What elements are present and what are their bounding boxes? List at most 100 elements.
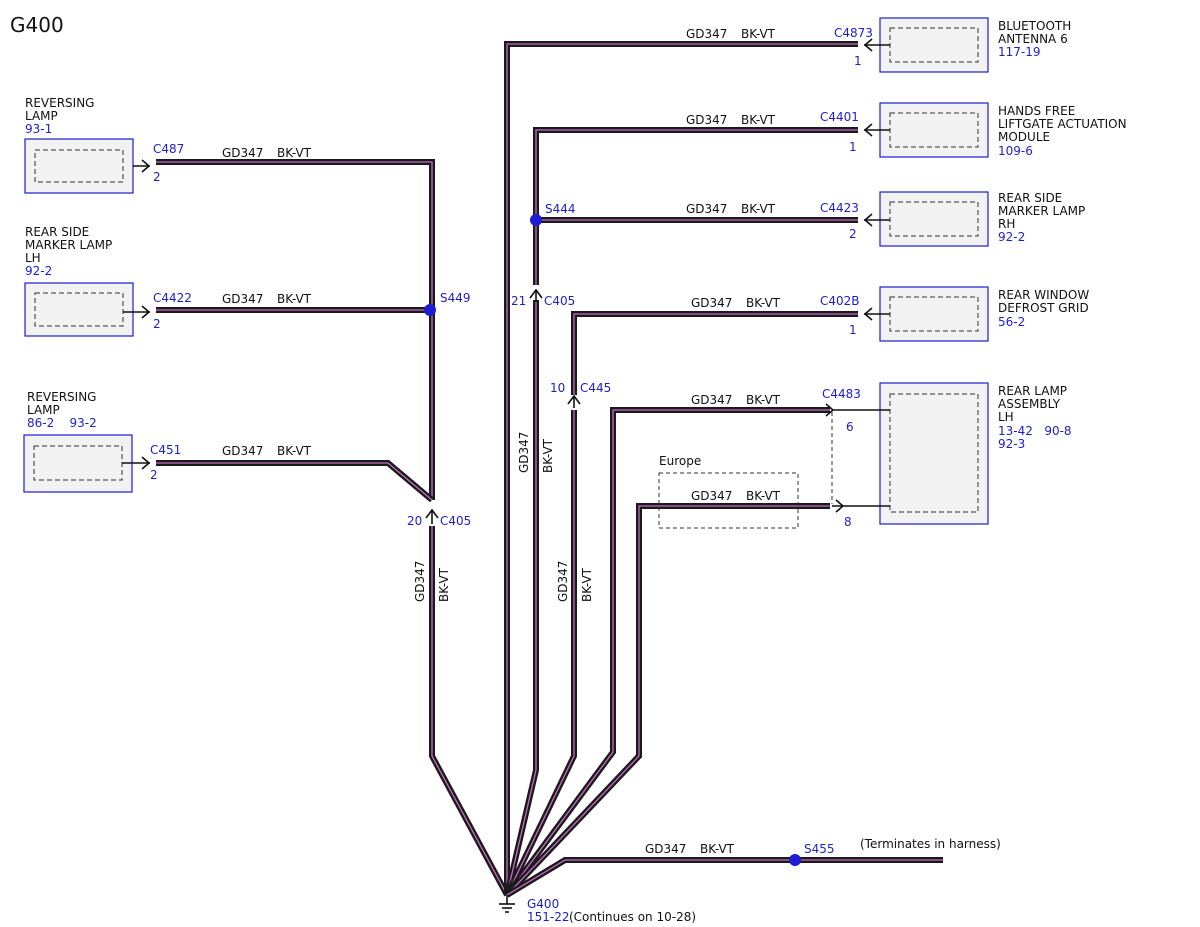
splice-label: S455 bbox=[804, 842, 835, 856]
connector-label: C4483 bbox=[822, 387, 861, 401]
connector-label: C4401 bbox=[820, 110, 859, 124]
inline-connector-c405-upper: 21 C405 bbox=[511, 288, 575, 308]
splice-dot bbox=[424, 304, 436, 316]
component-box bbox=[879, 286, 989, 342]
page-title: G400 bbox=[10, 13, 64, 37]
component-name: BLUETOOTH bbox=[998, 19, 1071, 33]
ground-label: G400 bbox=[527, 897, 559, 911]
terminates-note: (Terminates in harness) bbox=[860, 837, 1001, 851]
pin-label: 6 bbox=[846, 420, 854, 434]
option-box-europe: Europe GD347 BK-VT bbox=[658, 454, 799, 529]
pin-label: 2 bbox=[153, 317, 161, 331]
splice-dot bbox=[530, 214, 542, 226]
pin-label: 1 bbox=[849, 323, 857, 337]
pin-label: 2 bbox=[849, 227, 857, 241]
component-box bbox=[879, 191, 989, 247]
pin-label: 8 bbox=[844, 515, 852, 529]
wire-c4483-6 bbox=[504, 407, 830, 897]
pin-label: 10 bbox=[550, 381, 565, 395]
component-name: LH bbox=[25, 251, 41, 265]
component-name: HANDS FREE bbox=[998, 104, 1075, 118]
component-box bbox=[23, 434, 133, 493]
component-ref: 117-19 bbox=[998, 45, 1041, 59]
circuit-label: GD347 bbox=[645, 842, 686, 856]
component-rear-side-marker-lh: REAR SIDE MARKER LAMP LH 92-2 C4422 2 GD… bbox=[24, 225, 312, 337]
circuit-label: GD347 bbox=[686, 113, 727, 127]
option-box bbox=[658, 472, 799, 529]
component-name: MODULE bbox=[998, 130, 1050, 144]
component-name: LIFTGATE ACTUATION bbox=[998, 117, 1127, 131]
pin-label: 1 bbox=[849, 140, 857, 154]
splice-s455: GD347 BK-VT S455 (Terminates in harness) bbox=[645, 837, 1001, 866]
component-box bbox=[879, 382, 989, 525]
wire-color-label-vertical: BK-VT bbox=[437, 567, 451, 602]
connector-label: C405 bbox=[440, 514, 471, 528]
wire-c451 bbox=[156, 460, 434, 503]
component-ref: 92-3 bbox=[998, 437, 1025, 451]
circuit-label-vertical: GD347 bbox=[556, 561, 570, 602]
wire-c405u-g400 bbox=[504, 300, 539, 896]
component-box bbox=[879, 17, 989, 73]
component-ref: 13-42 90-8 bbox=[998, 424, 1072, 438]
component-name: REAR SIDE bbox=[998, 191, 1062, 205]
splice-dot bbox=[789, 854, 801, 866]
component-name: REAR LAMP bbox=[998, 384, 1067, 398]
wire-color-label: BK-VT bbox=[277, 444, 312, 458]
pin-label: 20 bbox=[407, 514, 422, 528]
component-reversing-lamp-2: REVERSING LAMP 86-2 93-2 C451 2 GD347 BK… bbox=[23, 390, 312, 493]
component-name: REVERSING bbox=[25, 96, 94, 110]
component-name: MARKER LAMP bbox=[25, 238, 112, 252]
component-box bbox=[24, 138, 134, 194]
circuit-label-vertical: GD347 bbox=[517, 432, 531, 473]
circuit-label: GD347 bbox=[222, 444, 263, 458]
connector-label: C445 bbox=[580, 381, 611, 395]
continues-note: (Continues on 10-28) bbox=[569, 910, 696, 924]
wire-c402b bbox=[571, 311, 858, 395]
wire-color-label: BK-VT bbox=[741, 202, 776, 216]
circuit-label: GD347 bbox=[686, 27, 727, 41]
wire-color-label: BK-VT bbox=[746, 296, 781, 310]
circuit-label: GD347 bbox=[686, 202, 727, 216]
circuit-label-vertical: GD347 bbox=[413, 561, 427, 602]
wire-c487 bbox=[156, 159, 435, 310]
connector-label: C4423 bbox=[820, 201, 859, 215]
wire-color-label: BK-VT bbox=[741, 113, 776, 127]
option-label: Europe bbox=[659, 454, 701, 468]
pin-label: 2 bbox=[150, 468, 158, 482]
component-ref: 93-1 bbox=[25, 122, 52, 136]
wire-color-label: BK-VT bbox=[277, 146, 312, 160]
inline-connector-c405-lower: 20 C405 bbox=[407, 508, 471, 528]
wire-color-label: BK-VT bbox=[746, 489, 781, 503]
component-name: LAMP bbox=[25, 109, 58, 123]
circuit-label: GD347 bbox=[222, 146, 263, 160]
wire-c4873 bbox=[504, 41, 858, 895]
component-name: MARKER LAMP bbox=[998, 204, 1085, 218]
component-bluetooth-antenna: C4873 1 BLUETOOTH ANTENNA 6 117-19 GD347… bbox=[686, 17, 1071, 73]
component-rear-side-marker-rh: C4423 2 REAR SIDE MARKER LAMP RH 92-2 GD… bbox=[686, 191, 1085, 247]
wire-harness bbox=[156, 41, 943, 898]
wire-color-label-vertical: BK-VT bbox=[580, 567, 594, 602]
connector-label: C4873 bbox=[834, 26, 873, 40]
wire-color-label: BK-VT bbox=[277, 292, 312, 306]
pin-label: 21 bbox=[511, 294, 526, 308]
connector-label: C4422 bbox=[153, 291, 192, 305]
connector-label: C487 bbox=[153, 142, 184, 156]
splice-s444: S444 bbox=[530, 202, 576, 226]
pin-label: 1 bbox=[854, 54, 862, 68]
component-rear-window-defrost: C402B 1 REAR WINDOW DEFROST GRID 56-2 GD… bbox=[691, 286, 1089, 342]
component-ref: 86-2 93-2 bbox=[27, 416, 97, 430]
component-name: REVERSING bbox=[27, 390, 96, 404]
splice-label: S449 bbox=[440, 291, 471, 305]
component-hands-free-liftgate: C4401 1 HANDS FREE LIFTGATE ACTUATION MO… bbox=[686, 102, 1127, 158]
component-box bbox=[879, 102, 989, 158]
component-name: RH bbox=[998, 217, 1015, 231]
component-name: DEFROST GRID bbox=[998, 301, 1089, 315]
component-ref: 56-2 bbox=[998, 315, 1025, 329]
circuit-label: GD347 bbox=[691, 296, 732, 310]
wire-s455 bbox=[505, 857, 943, 898]
wire-color-label: BK-VT bbox=[741, 27, 776, 41]
component-box bbox=[24, 282, 134, 337]
splice-s449: S449 bbox=[424, 291, 471, 316]
wire-color-label: BK-VT bbox=[700, 842, 735, 856]
